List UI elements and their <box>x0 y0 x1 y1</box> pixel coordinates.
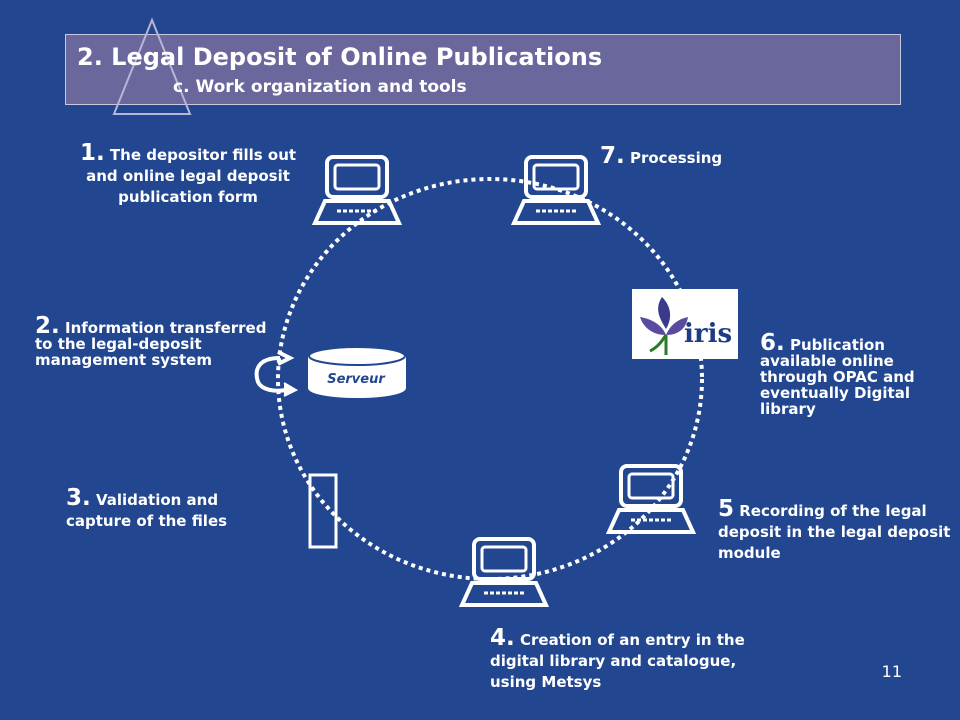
step-5-number: 5 <box>718 496 735 522</box>
step-7-number: 7. <box>600 143 625 169</box>
step-6-text: Publication available online through OPA… <box>760 336 915 418</box>
step-3-text: Validation and capture of the files <box>66 491 228 530</box>
step-2: 2. Information transferred to the legal-… <box>35 315 270 369</box>
step-1-text: The depositor fills out and online legal… <box>86 146 297 206</box>
step-4: 4. Creation of an entry in the digital l… <box>490 625 755 693</box>
server-label: Serveur <box>327 372 385 387</box>
computer-icon <box>311 155 403 225</box>
step-1: 1. The depositor fills out and online le… <box>70 140 306 208</box>
iris-flower-icon <box>640 297 688 355</box>
page-number: 11 <box>881 662 902 681</box>
iris-logo-text: iris <box>684 319 733 349</box>
step-7: 7. Processing <box>600 143 723 169</box>
step-1-number: 1. <box>79 140 105 166</box>
step-6: 6. Publication available online through … <box>760 332 945 418</box>
step-3-number: 3. <box>66 485 91 511</box>
step-3: 3. Validation and capture of the files <box>66 485 266 532</box>
computer-icon <box>510 155 602 225</box>
page-subtitle: c. Work organization and tools <box>173 77 467 97</box>
step-4-number: 4. <box>490 625 515 651</box>
step-4-text: Creation of an entry in the digital libr… <box>490 631 745 691</box>
step-5: 5 Recording of the legal deposit in the … <box>718 496 954 564</box>
step-2-text: Information transferred to the legal-dep… <box>35 319 267 369</box>
check-icon <box>308 473 338 549</box>
iris-logo: iris <box>632 289 738 359</box>
step-6-number: 6. <box>760 330 785 356</box>
triangle-icon <box>112 17 192 115</box>
sync-arrow-icon <box>254 350 299 397</box>
page-title: 2. Legal Deposit of Online Publications <box>77 43 603 71</box>
step-2-number: 2. <box>35 313 60 339</box>
step-7-text: Processing <box>629 149 723 167</box>
computer-icon <box>605 464 697 534</box>
step-5-text: Recording of the legal deposit in the le… <box>718 502 951 562</box>
title-box <box>65 34 901 105</box>
computer-icon <box>458 537 550 607</box>
server-icon <box>308 346 406 398</box>
